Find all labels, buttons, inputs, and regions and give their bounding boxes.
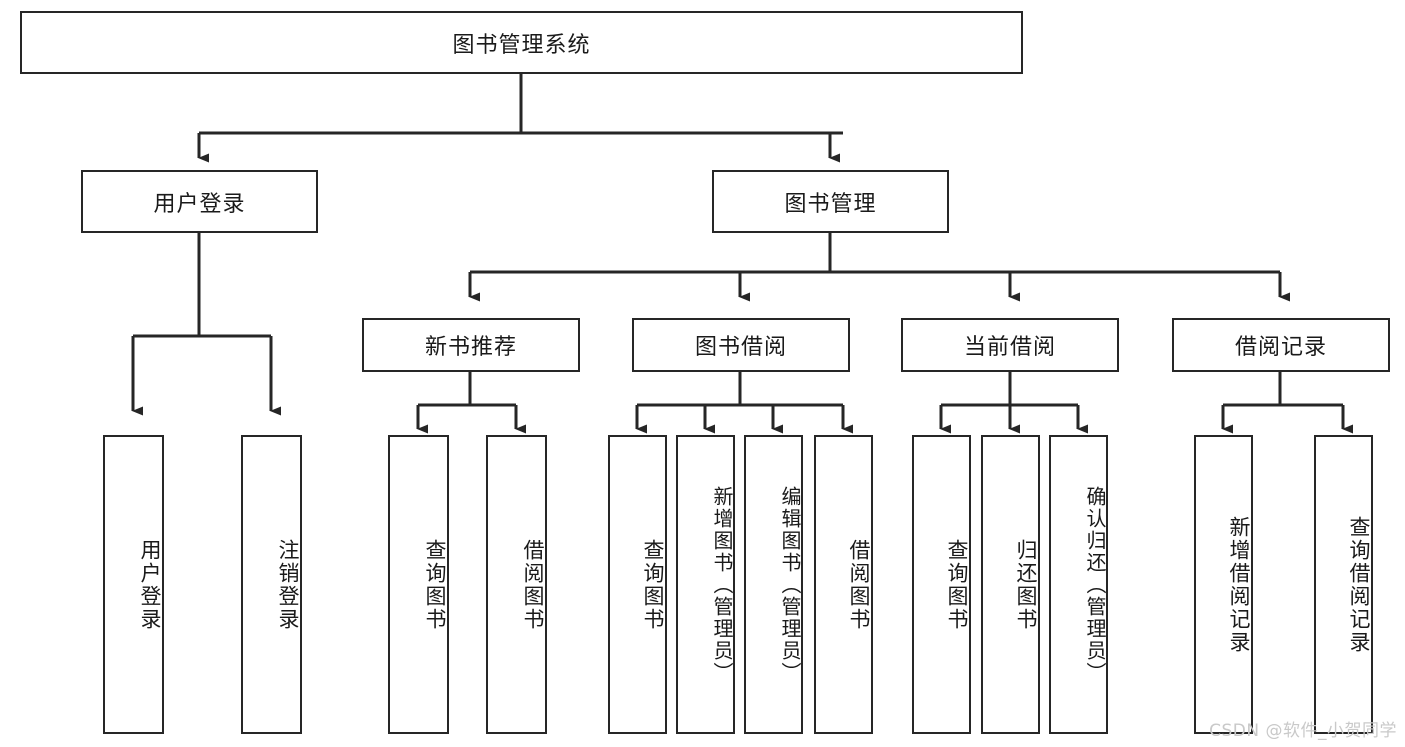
leaf-query-book-new[interactable]: 查询图书 bbox=[388, 435, 449, 734]
leaf-edit-book-admin[interactable]: 编辑图书（管理员） bbox=[744, 435, 803, 734]
node-label: 查询图书 bbox=[945, 538, 969, 631]
watermark-text: CSDN @软件_小贺同学 bbox=[1209, 721, 1397, 741]
node-label: 用户登录 bbox=[138, 538, 162, 631]
node-borrow-record[interactable]: 借阅记录 bbox=[1172, 318, 1390, 372]
node-current-borrow[interactable]: 当前借阅 bbox=[901, 318, 1119, 372]
leaf-borrow-book-new[interactable]: 借阅图书 bbox=[486, 435, 547, 734]
node-label: 新书推荐 bbox=[424, 335, 517, 360]
node-label: 注销登录 bbox=[276, 538, 300, 631]
node-label: 借阅图书 bbox=[847, 538, 871, 631]
leaf-logout[interactable]: 注销登录 bbox=[241, 435, 302, 734]
node-label: 新增借阅记录 bbox=[1227, 515, 1251, 654]
node-label: 借阅图书 bbox=[521, 538, 545, 631]
node-user-login[interactable]: 用户登录 bbox=[81, 170, 318, 233]
node-label: 编辑图书（管理员） bbox=[778, 485, 802, 684]
leaf-query-book-borrow[interactable]: 查询图书 bbox=[608, 435, 667, 734]
node-book-management[interactable]: 图书管理 bbox=[712, 170, 949, 233]
node-label: 查询图书 bbox=[641, 538, 665, 631]
leaf-query-borrow-record[interactable]: 查询借阅记录 bbox=[1314, 435, 1373, 734]
leaf-add-book-admin[interactable]: 新增图书（管理员） bbox=[676, 435, 735, 734]
node-label: 图书管理 bbox=[784, 191, 877, 217]
node-label: 当前借阅 bbox=[963, 335, 1056, 360]
node-label: 新增图书（管理员） bbox=[710, 485, 734, 684]
leaf-return-book[interactable]: 归还图书 bbox=[981, 435, 1040, 734]
node-book-borrow[interactable]: 图书借阅 bbox=[632, 318, 850, 372]
node-label: 查询借阅记录 bbox=[1347, 515, 1371, 654]
node-label: 确认归还（管理员） bbox=[1083, 485, 1107, 684]
leaf-confirm-return-admin[interactable]: 确认归还（管理员） bbox=[1049, 435, 1108, 734]
leaf-query-book-current[interactable]: 查询图书 bbox=[912, 435, 971, 734]
leaf-user-login[interactable]: 用户登录 bbox=[103, 435, 164, 734]
node-label: 归还图书 bbox=[1014, 538, 1038, 631]
leaf-borrow-book[interactable]: 借阅图书 bbox=[814, 435, 873, 734]
node-new-book-recommend[interactable]: 新书推荐 bbox=[362, 318, 580, 372]
node-label: 图书借阅 bbox=[694, 335, 787, 360]
node-root[interactable]: 图书管理系统 bbox=[20, 11, 1023, 74]
node-label: 借阅记录 bbox=[1234, 335, 1327, 360]
node-label: 图书管理系统 bbox=[452, 32, 591, 58]
node-label: 用户登录 bbox=[153, 191, 246, 217]
node-label: 查询图书 bbox=[423, 538, 447, 631]
leaf-add-borrow-record[interactable]: 新增借阅记录 bbox=[1194, 435, 1253, 734]
